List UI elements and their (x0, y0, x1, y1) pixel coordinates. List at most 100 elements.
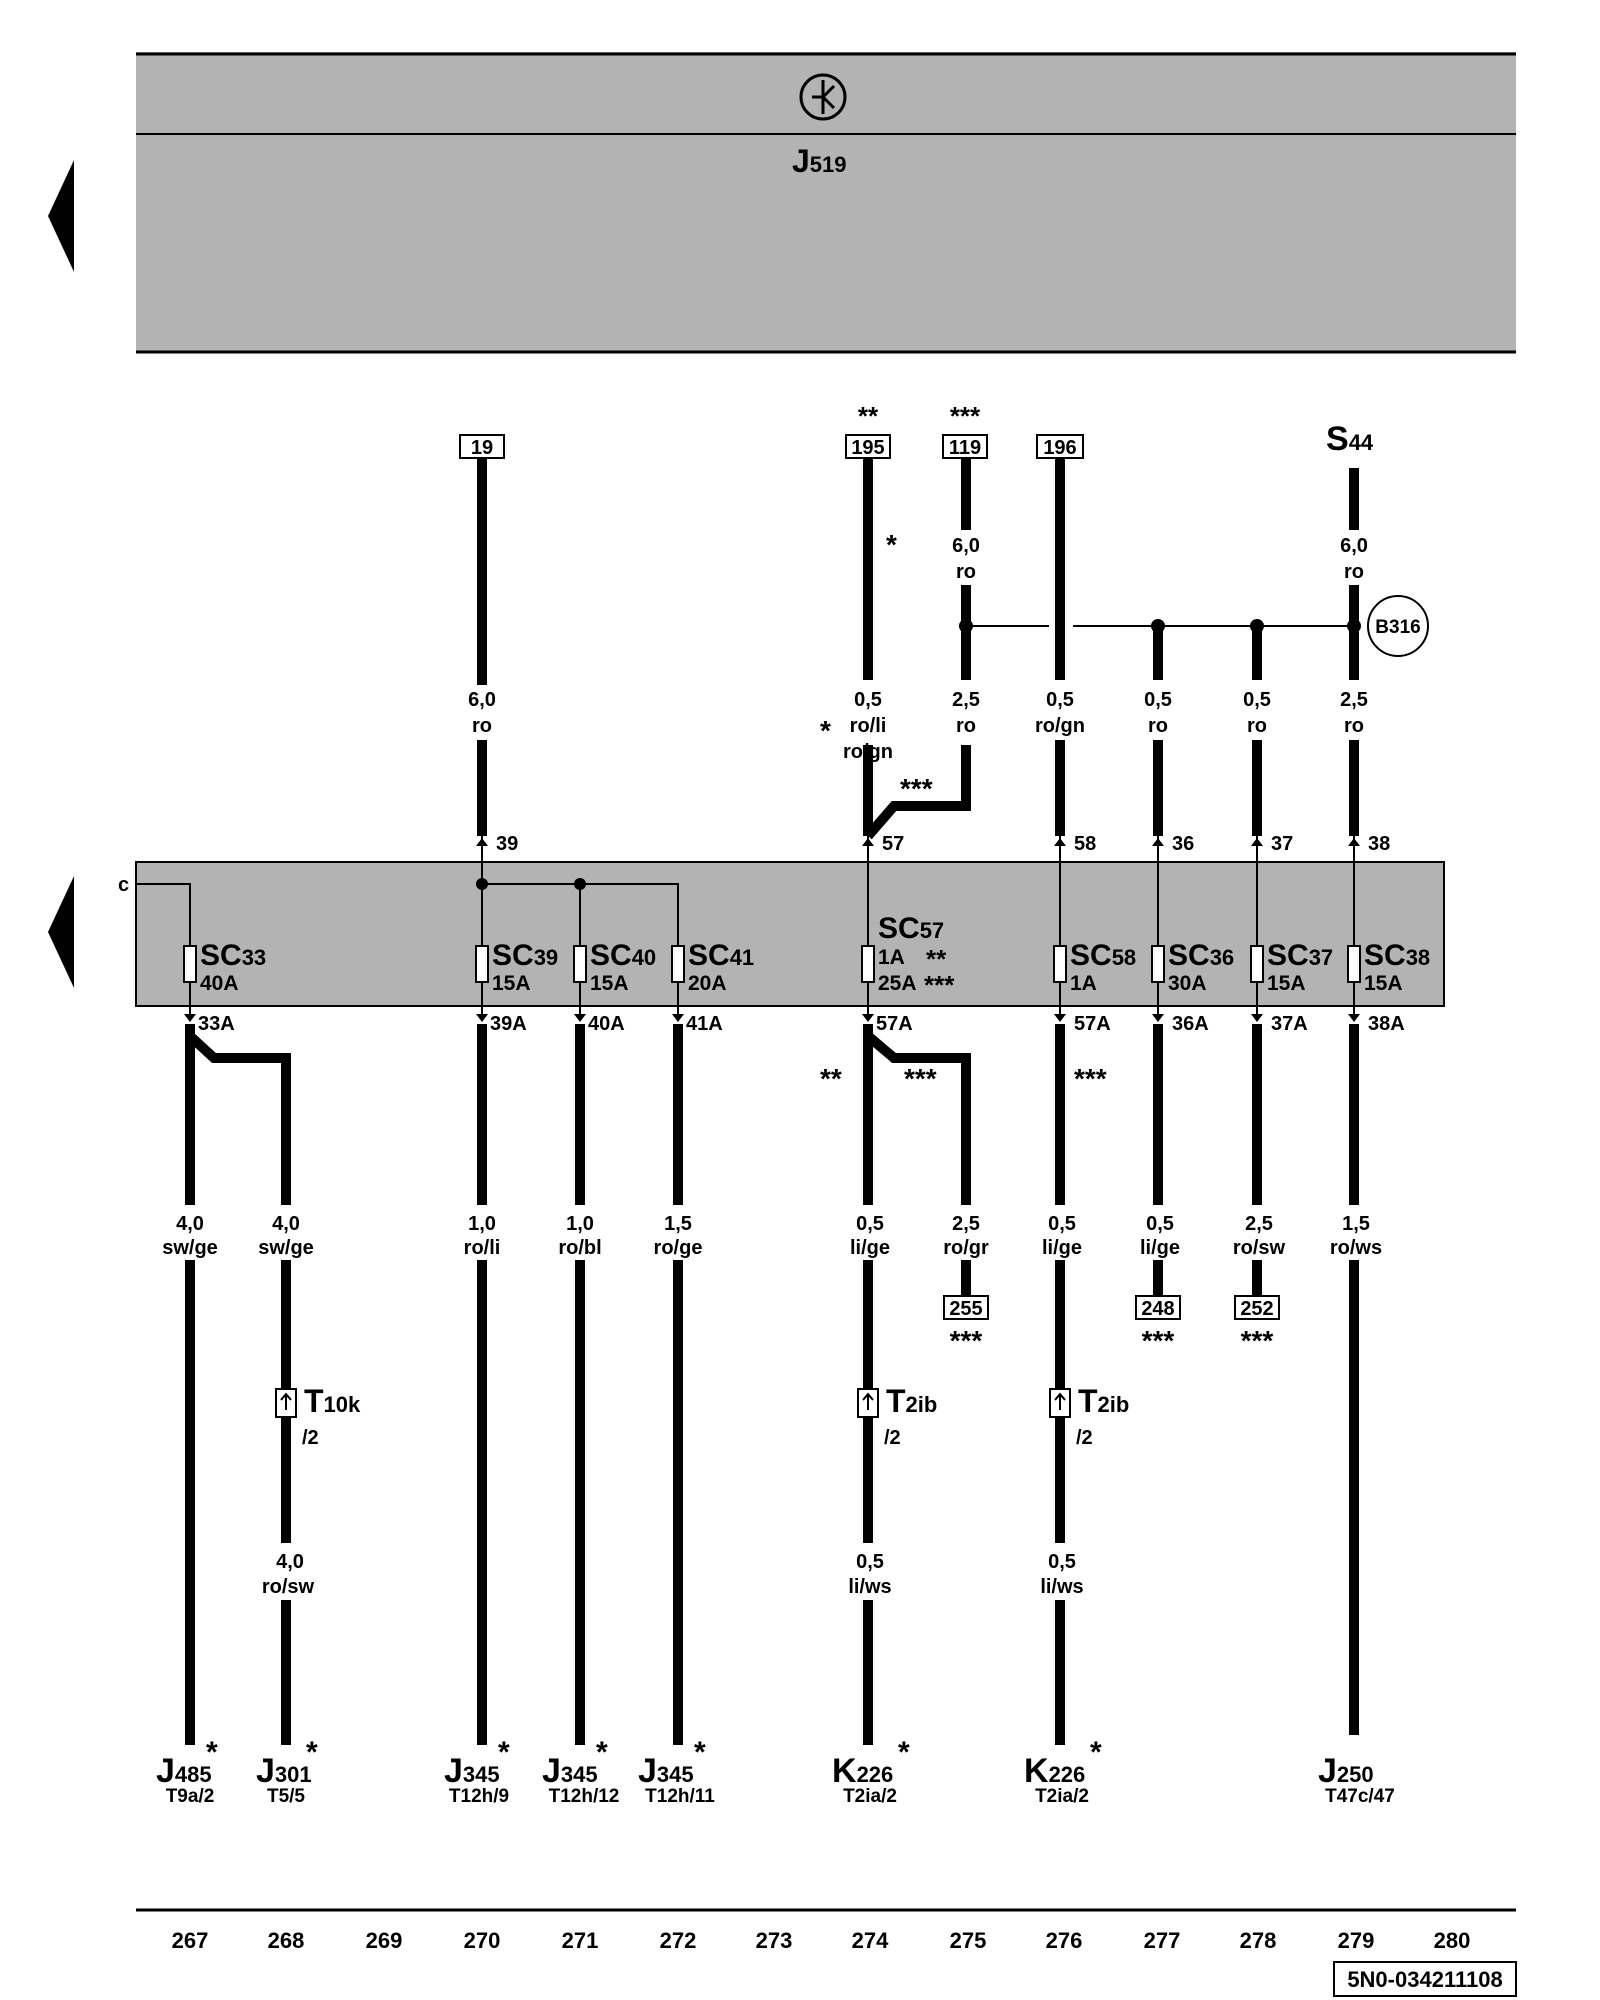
svg-text:30A: 30A (1168, 972, 1207, 995)
svg-text:15A: 15A (492, 972, 531, 995)
ref-box-248: 248 *** (1135, 1295, 1181, 1356)
svg-text:ro/sw: ro/sw (1233, 1237, 1286, 1259)
svg-text:6,0: 6,0 (1340, 535, 1368, 557)
svg-text:0,5: 0,5 (854, 689, 882, 711)
svg-text:ro/gr: ro/gr (943, 1237, 989, 1259)
svg-text:ro/gn: ro/gn (843, 741, 893, 763)
svg-text:SC39: SC39 (492, 939, 558, 972)
ref-box-252: 252 *** (1234, 1295, 1280, 1356)
svg-text:SC33: SC33 (200, 939, 266, 972)
svg-text:ro/ws: ro/ws (1330, 1237, 1382, 1259)
svg-text:SC38: SC38 (1364, 939, 1430, 972)
svg-text:T2ia/2: T2ia/2 (843, 1786, 897, 1807)
svg-text:0,5: 0,5 (1048, 1213, 1076, 1235)
ref-box-19: 19 (459, 434, 505, 459)
svg-text:ro: ro (956, 561, 976, 583)
connector-t2ib-a: T2ib /2 (857, 1383, 937, 1449)
svg-text:1,0: 1,0 (566, 1213, 594, 1235)
svg-text:15A: 15A (1364, 972, 1403, 995)
svg-text:25A: 25A (878, 972, 917, 995)
svg-text:1,0: 1,0 (468, 1213, 496, 1235)
fuse-sc40: SC40 15A (573, 939, 656, 995)
svg-text:T9a/2: T9a/2 (166, 1786, 215, 1807)
svg-text:271: 271 (562, 1928, 599, 1953)
svg-text:***: *** (1142, 1325, 1175, 1356)
svg-text:**: ** (858, 401, 879, 431)
svg-text:J345: J345 (444, 1752, 500, 1790)
svg-text:57: 57 (882, 833, 904, 855)
svg-text:255: 255 (949, 1298, 982, 1320)
svg-text:/2: /2 (1076, 1427, 1093, 1449)
svg-text:**: ** (926, 944, 947, 974)
svg-text:4,0: 4,0 (176, 1213, 204, 1235)
svg-text:270: 270 (464, 1928, 501, 1953)
svg-text:57A: 57A (876, 1013, 913, 1035)
svg-text:37A: 37A (1271, 1013, 1308, 1035)
svg-text:T47c/47: T47c/47 (1325, 1786, 1395, 1807)
svg-text:278: 278 (1240, 1928, 1277, 1953)
svg-text:SC40: SC40 (590, 939, 656, 972)
svg-text:***: *** (900, 773, 933, 804)
svg-text:36: 36 (1172, 833, 1194, 855)
svg-text:*: * (694, 1736, 706, 1769)
svg-text:38A: 38A (1368, 1013, 1405, 1035)
b316-ground-point: B316 (1367, 595, 1429, 657)
svg-text:1,5: 1,5 (1342, 1213, 1370, 1235)
component-k226-b: K226 * T2ia/2 (1024, 1736, 1102, 1807)
svg-text:J345: J345 (542, 1752, 598, 1790)
fuse-carrier (135, 861, 1445, 1007)
svg-text:***: *** (950, 401, 981, 431)
svg-text:268: 268 (268, 1928, 305, 1953)
svg-text:57A: 57A (1074, 1013, 1111, 1035)
svg-text:ro/sw: ro/sw (262, 1576, 315, 1598)
svg-text:0,5: 0,5 (1048, 1551, 1076, 1573)
control-unit-block (136, 52, 1516, 352)
svg-text:ro/ge: ro/ge (654, 1237, 703, 1259)
svg-text:*: * (498, 1736, 510, 1769)
svg-text:SC58: SC58 (1070, 939, 1136, 972)
svg-text:39A: 39A (490, 1013, 527, 1035)
svg-text:c: c (118, 874, 129, 896)
svg-text:58: 58 (1074, 833, 1096, 855)
svg-text:ro: ro (1148, 715, 1168, 737)
svg-text:272: 272 (660, 1928, 697, 1953)
svg-text:20A: 20A (688, 972, 727, 995)
document-number: 5N0-034211108 (1333, 1961, 1517, 1997)
svg-text:li/ge: li/ge (1140, 1237, 1180, 1259)
svg-text:***: *** (950, 1325, 983, 1356)
svg-text:***: *** (904, 1063, 937, 1094)
svg-text:273: 273 (756, 1928, 793, 1953)
svg-text:***: *** (1241, 1325, 1274, 1356)
svg-text:*: * (820, 715, 831, 746)
svg-text:4,0: 4,0 (276, 1551, 304, 1573)
fuse-sc37: SC37 15A (1250, 939, 1333, 995)
fuse-sc39: SC39 15A (475, 939, 558, 995)
fuse-sc57: SC57 1A ** 25A *** (861, 912, 955, 1000)
svg-text:T2ia/2: T2ia/2 (1035, 1786, 1089, 1807)
svg-text:2,5: 2,5 (1245, 1213, 1273, 1235)
svg-text:li/ge: li/ge (850, 1237, 890, 1259)
thirty-second-reference-icon (799, 73, 847, 121)
svg-text:*: * (596, 1736, 608, 1769)
svg-text:4,0: 4,0 (272, 1213, 300, 1235)
ref-box-196: 196 (1036, 434, 1084, 459)
previous-page-arrow[interactable] (48, 160, 74, 272)
svg-text:SC57: SC57 (878, 912, 944, 945)
svg-text:K226: K226 (832, 1752, 893, 1790)
svg-text:6,0: 6,0 (952, 535, 980, 557)
fuse-sc36: SC36 30A (1151, 939, 1234, 995)
control-unit-label: J519 (792, 143, 847, 179)
svg-text:248: 248 (1141, 1298, 1174, 1320)
connector-t10k: T10k /2 (275, 1383, 361, 1449)
previous-page-arrow-lower[interactable] (48, 876, 74, 988)
component-k226-a: K226 * T2ia/2 (832, 1736, 910, 1807)
svg-text:36A: 36A (1172, 1013, 1209, 1035)
svg-text:15A: 15A (1267, 972, 1306, 995)
svg-text:277: 277 (1144, 1928, 1181, 1953)
component-j345-c: J345 * T12h/11 (638, 1736, 715, 1807)
svg-text:sw/ge: sw/ge (162, 1237, 218, 1259)
svg-text:li/ws: li/ws (848, 1576, 891, 1598)
svg-text:J485: J485 (156, 1752, 212, 1790)
fuse-sc38: SC38 15A (1347, 939, 1430, 995)
svg-text:ro: ro (472, 715, 492, 737)
